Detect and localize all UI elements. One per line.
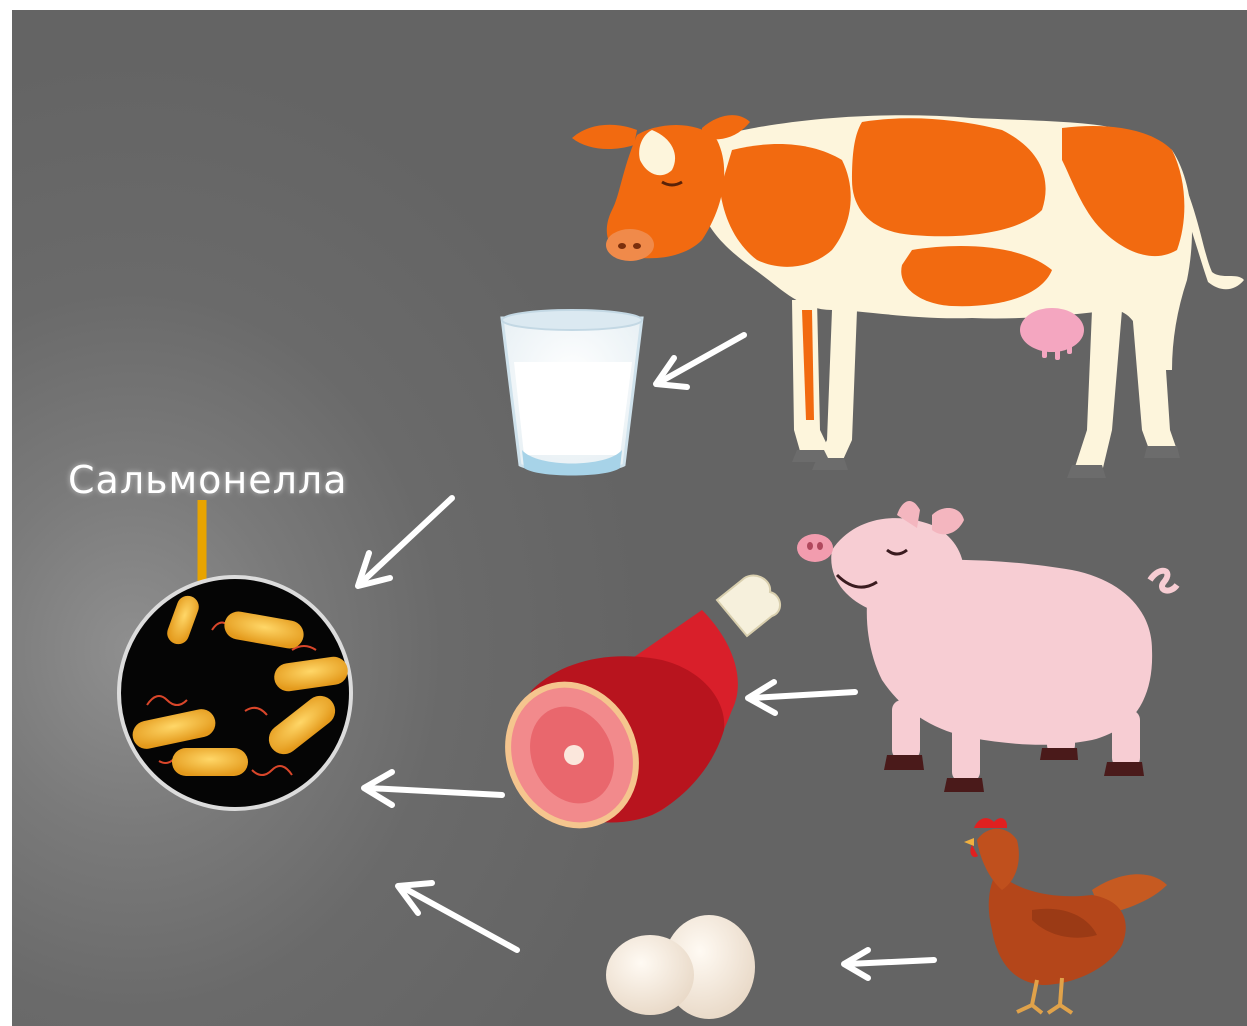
arrow-chicken-to-eggs (844, 950, 934, 978)
ham-illustration (485, 576, 780, 847)
arrow-pig-to-ham (748, 682, 855, 713)
arrow-cow-to-milk (656, 335, 744, 387)
cow-illustration (572, 115, 1244, 478)
milk-glass-illustration (502, 310, 642, 476)
salmonella-bacteria-circle (119, 500, 351, 809)
arrow-eggs-to-bacteria (398, 883, 517, 950)
arrow-ham-to-bacteria (364, 772, 502, 805)
eggs-illustration (606, 915, 755, 1019)
arrow-milk-to-bacteria (358, 498, 452, 586)
diagram-graphics (12, 10, 1247, 1026)
pig-illustration (797, 501, 1177, 792)
diagram-canvas: Сальмонелла (12, 10, 1247, 1026)
chicken-illustration (964, 818, 1167, 1013)
